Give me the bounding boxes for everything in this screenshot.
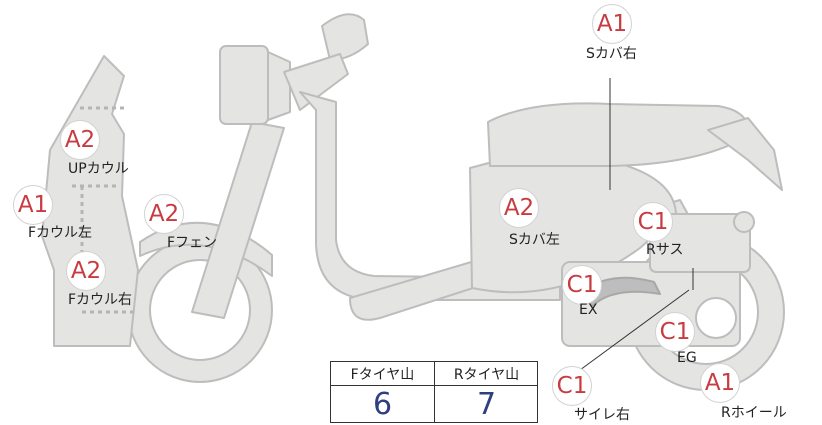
headlight: [219, 45, 269, 125]
grade-badge-f-fender: A2: [144, 194, 184, 234]
headlight-rim: [267, 51, 291, 121]
grade-badge-r-wheel: A1: [700, 363, 740, 403]
part-label-f-cowl-left: Fカウル左: [28, 225, 93, 241]
tire-tread-table: Fタイヤ山 Rタイヤ山 6 7: [330, 361, 538, 423]
part-label-engine: EG: [677, 350, 697, 366]
mirror: [321, 13, 369, 61]
seat: [487, 102, 749, 167]
rear-suspension-top: [733, 211, 755, 233]
rear-tire-tread-value: 7: [476, 386, 497, 422]
grade-badge-r-suspension: C1: [633, 202, 673, 242]
rear-suspension: [649, 213, 751, 273]
tail: [707, 117, 783, 191]
part-label-r-suspension: Rサス: [646, 242, 684, 258]
front-tire-tread-header: Fタイヤ山: [331, 362, 434, 386]
part-label-s-cover-right: Sカバ右: [586, 46, 637, 62]
part-label-f-cowl-right: Fカウル右: [68, 292, 133, 308]
grade-badge-engine: C1: [655, 312, 695, 352]
part-label-r-wheel: Rホイール: [721, 405, 787, 421]
grade-badge-exhaust: C1: [562, 265, 602, 305]
part-label-exhaust: EX: [579, 302, 598, 318]
grade-badge-s-cover-right: A1: [592, 4, 632, 44]
front-fork: [191, 121, 285, 319]
front-tire-tread-value: 6: [372, 386, 393, 422]
engine-hub: [695, 297, 737, 339]
grade-badge-f-cowl-left: A1: [13, 185, 53, 225]
grade-badge-up-cowl: A2: [60, 120, 100, 160]
part-label-f-fender: Fフェン: [167, 235, 218, 251]
handlebar: [283, 53, 349, 111]
grade-badge-silencer-right: C1: [552, 366, 592, 406]
part-label-silencer-right: サイレ右: [574, 407, 630, 423]
grade-badge-s-cover-left: A2: [499, 188, 539, 228]
part-label-s-cover-left: Sカバ左: [509, 232, 560, 248]
table-divider: [434, 362, 435, 422]
part-label-up-cowl: UPカウル: [68, 161, 129, 177]
grade-badge-f-cowl-right: A2: [66, 251, 106, 291]
rear-tire-tread-header: Rタイヤ山: [435, 362, 538, 386]
